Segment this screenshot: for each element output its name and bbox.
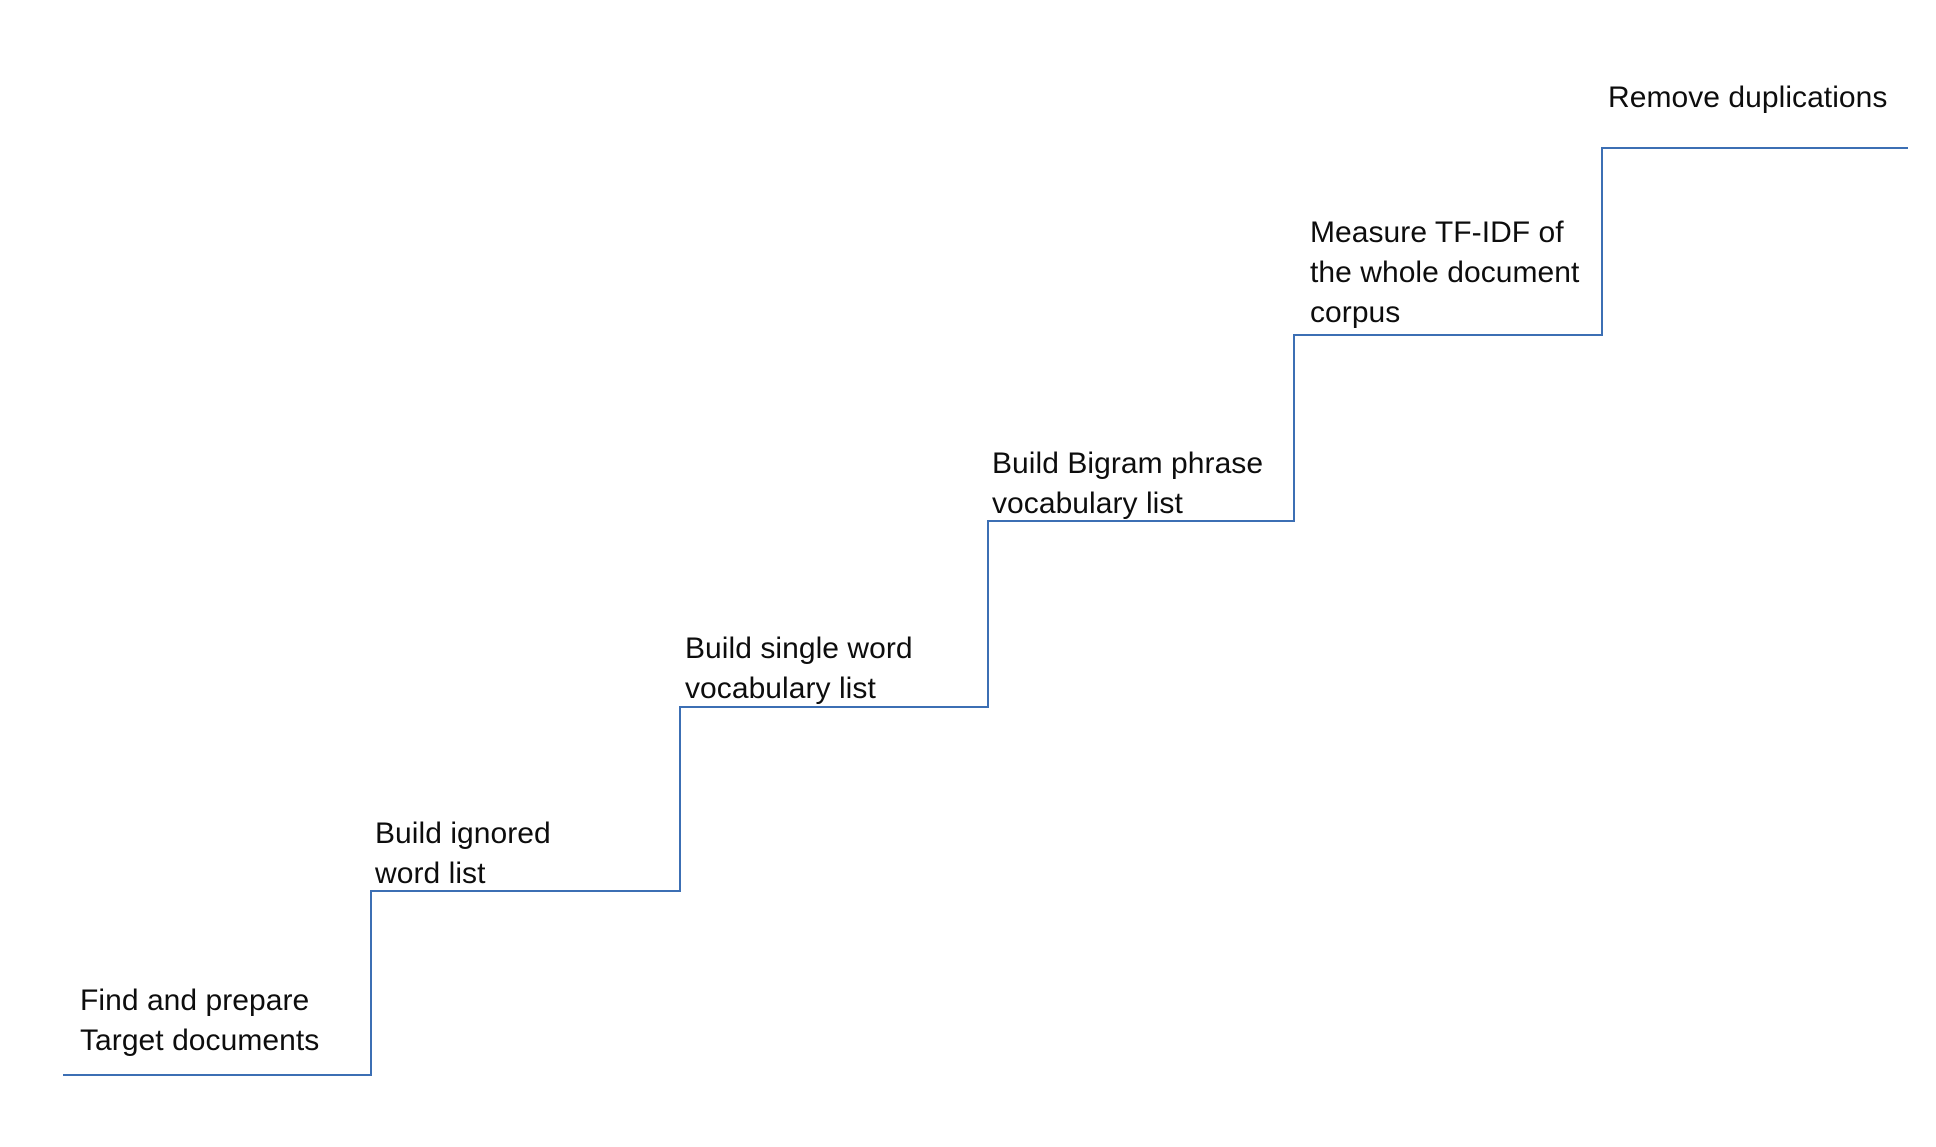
step-label-remove-duplications: Remove duplications bbox=[1608, 81, 1888, 114]
step-label-build-ignored-word-list: Build ignored word list bbox=[375, 817, 551, 890]
step-label-build-single-word-vocabulary-list: Build single word vocabulary list bbox=[685, 632, 913, 705]
step-label-build-bigram-phrase-vocabulary-list: Build Bigram phrase vocabulary list bbox=[992, 447, 1264, 520]
staircase-polyline bbox=[63, 147, 1908, 1076]
step-label-measure-tf-idf-of-the-whole-document-corpus: Measure TF-IDF of the whole document cor… bbox=[1310, 216, 1580, 329]
step-label-find-and-prepare-target-documents: Find and prepare Target documents bbox=[80, 984, 320, 1057]
